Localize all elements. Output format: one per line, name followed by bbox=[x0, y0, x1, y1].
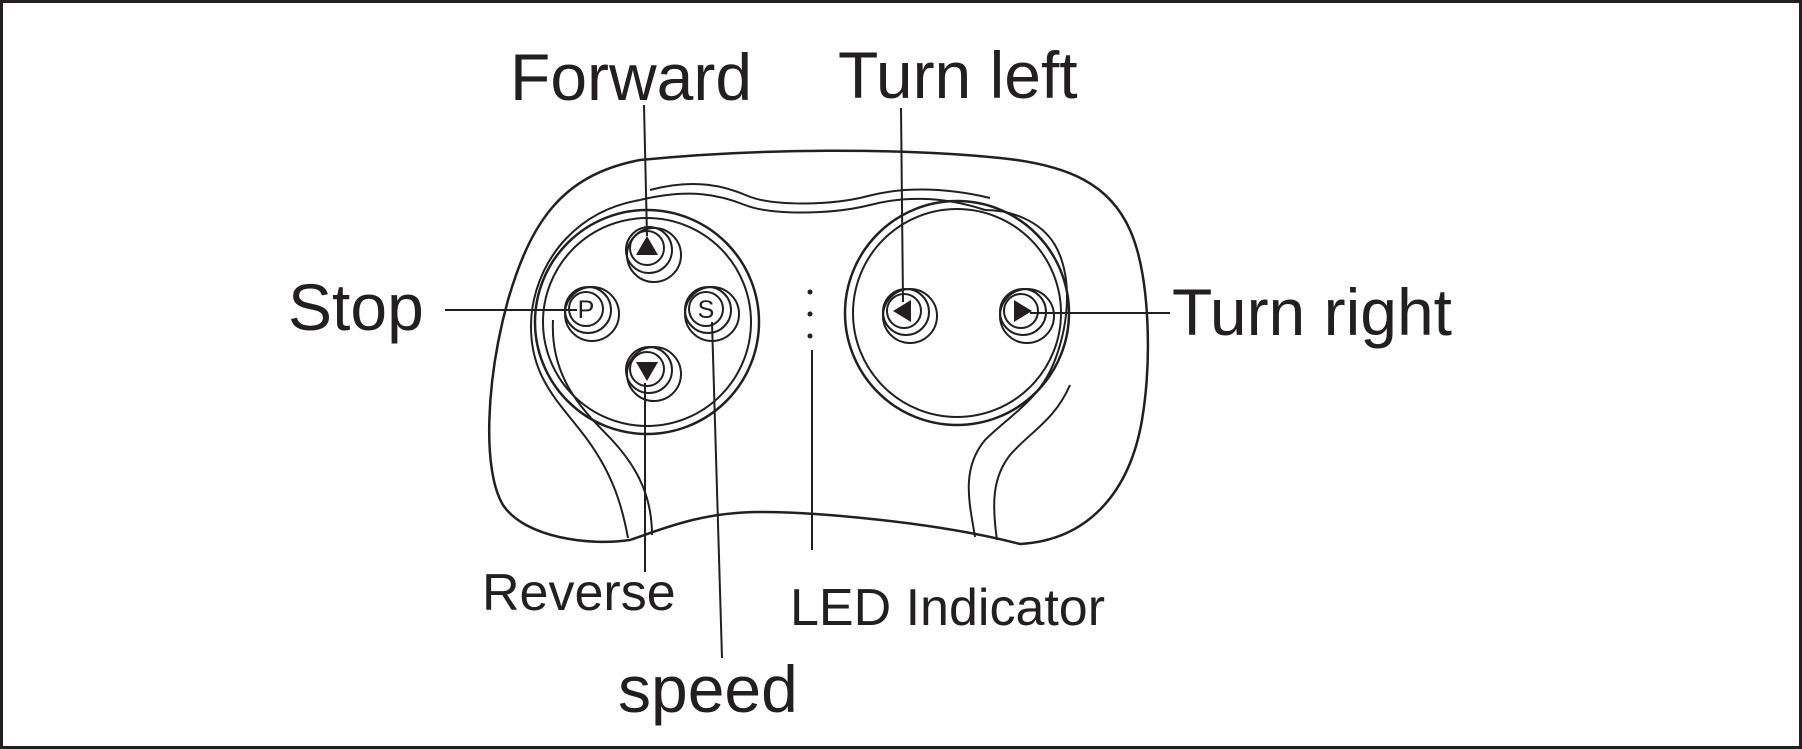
speed-button[interactable]: S bbox=[684, 286, 740, 342]
label-stop: Stop bbox=[288, 270, 424, 344]
stop-button-letter: P bbox=[578, 296, 595, 324]
turn-right-button[interactable] bbox=[999, 288, 1055, 344]
label-reverse: Reverse bbox=[482, 564, 676, 622]
forward-button[interactable] bbox=[625, 226, 682, 283]
controller-body bbox=[487, 149, 1150, 546]
stop-button[interactable]: P bbox=[564, 286, 620, 342]
controller-outer-shell bbox=[487, 149, 1150, 546]
up-arrow-icon bbox=[636, 236, 658, 255]
left-grip-inner-line bbox=[529, 199, 641, 539]
speed-leader bbox=[711, 321, 723, 659]
label-forward: Forward bbox=[510, 40, 752, 114]
reverse-button[interactable] bbox=[625, 346, 682, 402]
right-grip-inner-line bbox=[967, 209, 1068, 538]
led-dot bbox=[807, 311, 813, 317]
down-arrow-icon bbox=[636, 362, 658, 381]
left-grip-inner-line-2 bbox=[551, 319, 653, 536]
top-center-ridge-2 bbox=[649, 182, 991, 205]
leader-lines bbox=[445, 104, 1170, 659]
label-speed: speed bbox=[618, 652, 798, 726]
turn-left-leader bbox=[900, 107, 904, 303]
label-led-indicator: LED Indicator bbox=[790, 579, 1105, 637]
top-center-ridge bbox=[639, 192, 986, 214]
left-arrow-icon bbox=[893, 300, 911, 322]
right-pad-inner-ring bbox=[852, 208, 1062, 418]
led-dot bbox=[807, 333, 813, 339]
right-arrow-icon bbox=[1014, 300, 1032, 322]
label-turn-left: Turn left bbox=[838, 38, 1078, 112]
speed-button-letter: S bbox=[698, 296, 715, 324]
led-dot bbox=[807, 289, 813, 295]
label-turn-right: Turn right bbox=[1172, 275, 1452, 349]
led-indicator bbox=[807, 289, 813, 339]
turn-left-button[interactable] bbox=[882, 288, 938, 344]
forward-leader bbox=[643, 104, 648, 237]
right-grip-inner-line-2 bbox=[993, 384, 1071, 541]
